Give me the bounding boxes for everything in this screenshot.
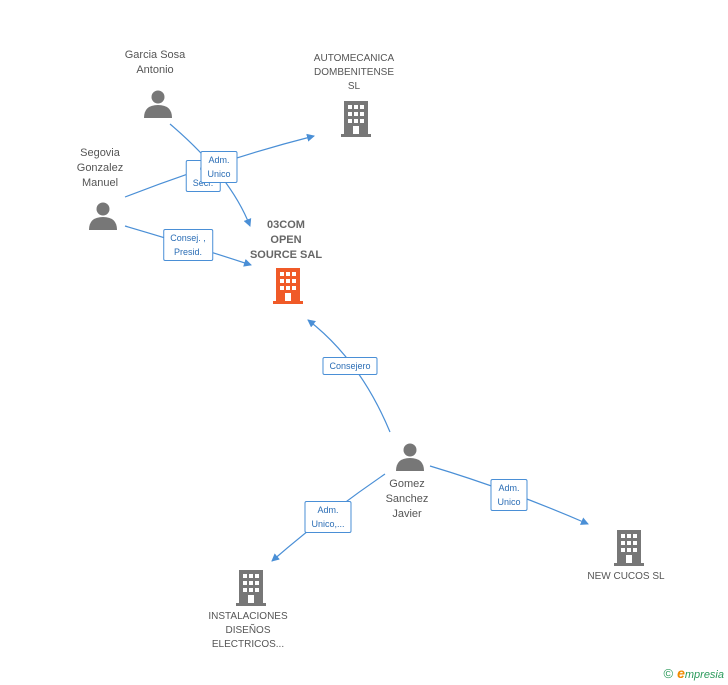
edge-label-line: Presid. (173, 247, 202, 257)
node-label-line: DISEÑOS (225, 625, 271, 636)
edge-label-line: Unico,... (311, 519, 345, 529)
brand-footer: © empresia (663, 665, 724, 681)
node-label-line: Sanchez (385, 493, 429, 505)
building-icon[interactable] (273, 268, 303, 304)
edge-label-line: Adm. (208, 155, 230, 165)
person-icon[interactable] (395, 442, 425, 472)
brand-logo[interactable]: empresia (677, 665, 724, 681)
edge-label-segovia-automecanica[interactable]: Adm. Unico (200, 151, 238, 183)
edge-label-line: Unico (497, 497, 521, 507)
edge-label-gomez-focus[interactable]: Consejero (322, 357, 378, 375)
node-label-line: DOMBENITENSE (313, 67, 395, 78)
node-label-line: OPEN (270, 234, 302, 246)
company-label-newcucos[interactable]: NEW CUCOS SL (587, 570, 664, 584)
edge-label-gomez-instalaciones[interactable]: Adm. Unico,... (304, 501, 352, 533)
edge-label-line: Consej. , (170, 233, 206, 243)
brand-initial: e (677, 665, 685, 681)
company-label-instalaciones[interactable]: INSTALACIONES DISEÑOS ELECTRICOS... (208, 610, 287, 652)
edge-label-line: Unico (207, 169, 231, 179)
node-label-line: SL (347, 81, 361, 92)
node-label-line: Gonzalez (76, 162, 124, 174)
node-label-line: Gomez (389, 478, 425, 490)
node-label-line: SOURCE SAL (249, 249, 323, 261)
edge-label-gomez-newcucos[interactable]: Adm. Unico (490, 479, 528, 511)
node-label-line: Antonio (136, 64, 174, 76)
copyright-icon: © (663, 665, 674, 681)
edge-label-segovia-focus[interactable]: Consej. , Presid. (163, 229, 213, 261)
node-label-line: Javier (392, 508, 422, 520)
node-label-line: Segovia (80, 147, 120, 159)
node-label-line: 03COM (267, 219, 305, 231)
person-icon[interactable] (88, 201, 118, 231)
building-icon[interactable] (236, 570, 266, 606)
node-label-line: Manuel (81, 177, 119, 189)
node-label-line: AUTOMECANICA (313, 53, 395, 64)
node-label-line: NEW CUCOS SL (587, 571, 665, 582)
person-label-garcia[interactable]: Garcia Sosa Antonio (125, 48, 186, 78)
company-label-automecanica[interactable]: AUTOMECANICA DOMBENITENSE SL (314, 52, 394, 94)
node-label-line: INSTALACIONES (208, 611, 288, 622)
edge-label-line: Secr. (192, 178, 214, 188)
edge-label-line: Adm. (498, 483, 520, 493)
brand-name: mpresia (684, 669, 724, 681)
building-icon[interactable] (341, 101, 371, 137)
node-label-line: ELECTRICOS... (211, 639, 285, 650)
building-icon[interactable] (614, 530, 644, 566)
person-label-gomez[interactable]: Gomez Sanchez Javier (386, 477, 429, 522)
edge-gomez-to-focus (307, 319, 391, 433)
person-icon[interactable] (143, 89, 173, 119)
edge-label-line: Consejero (329, 361, 371, 371)
node-label-line: Garcia Sosa (124, 49, 186, 61)
edge-label-line: Adm. (317, 505, 339, 515)
company-label-focus[interactable]: 03COM OPEN SOURCE SAL (250, 218, 322, 263)
person-label-segovia[interactable]: Segovia Gonzalez Manuel (77, 146, 123, 191)
